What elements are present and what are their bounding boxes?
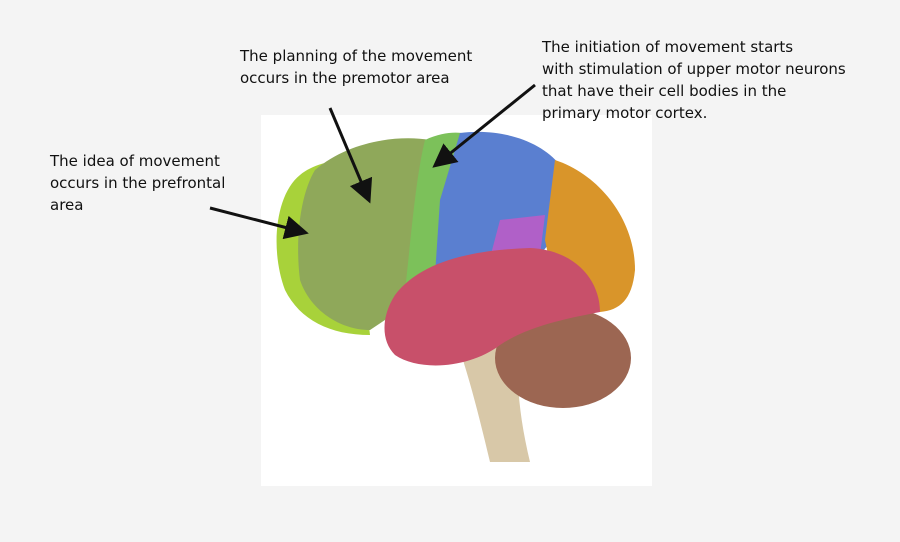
- primary-motor-region: [405, 132, 462, 290]
- arrow-motor: [432, 83, 536, 168]
- motor-annotation: The initiation of movement starts with st…: [542, 36, 846, 124]
- arrow-prefrontal: [209, 206, 309, 240]
- annotation-line: occurs in the premotor area: [240, 69, 450, 87]
- annotation-line: The initiation of movement starts: [542, 38, 794, 56]
- annotation-line: with stimulation of upper motor neurons: [542, 60, 846, 78]
- temporal-region: [384, 248, 600, 366]
- parietal-region: [435, 131, 560, 275]
- annotation-line: occurs in the prefrontal: [50, 174, 226, 192]
- annotation-line: The planning of the movement: [240, 47, 473, 65]
- annotation-line: area: [50, 196, 84, 214]
- annotation-line: The idea of movement: [50, 152, 220, 170]
- cerebellum: [495, 308, 631, 408]
- annotation-line: that have their cell bodies in the: [542, 82, 787, 100]
- arrow-premotor: [328, 107, 373, 204]
- premotor-region: [298, 138, 430, 330]
- annotation-line: primary motor cortex.: [542, 104, 708, 122]
- premotor-annotation: The planning of the movement occurs in th…: [240, 45, 472, 89]
- prefrontal-annotation: The idea of movement occurs in the prefro…: [50, 150, 225, 216]
- arrows: [209, 83, 536, 240]
